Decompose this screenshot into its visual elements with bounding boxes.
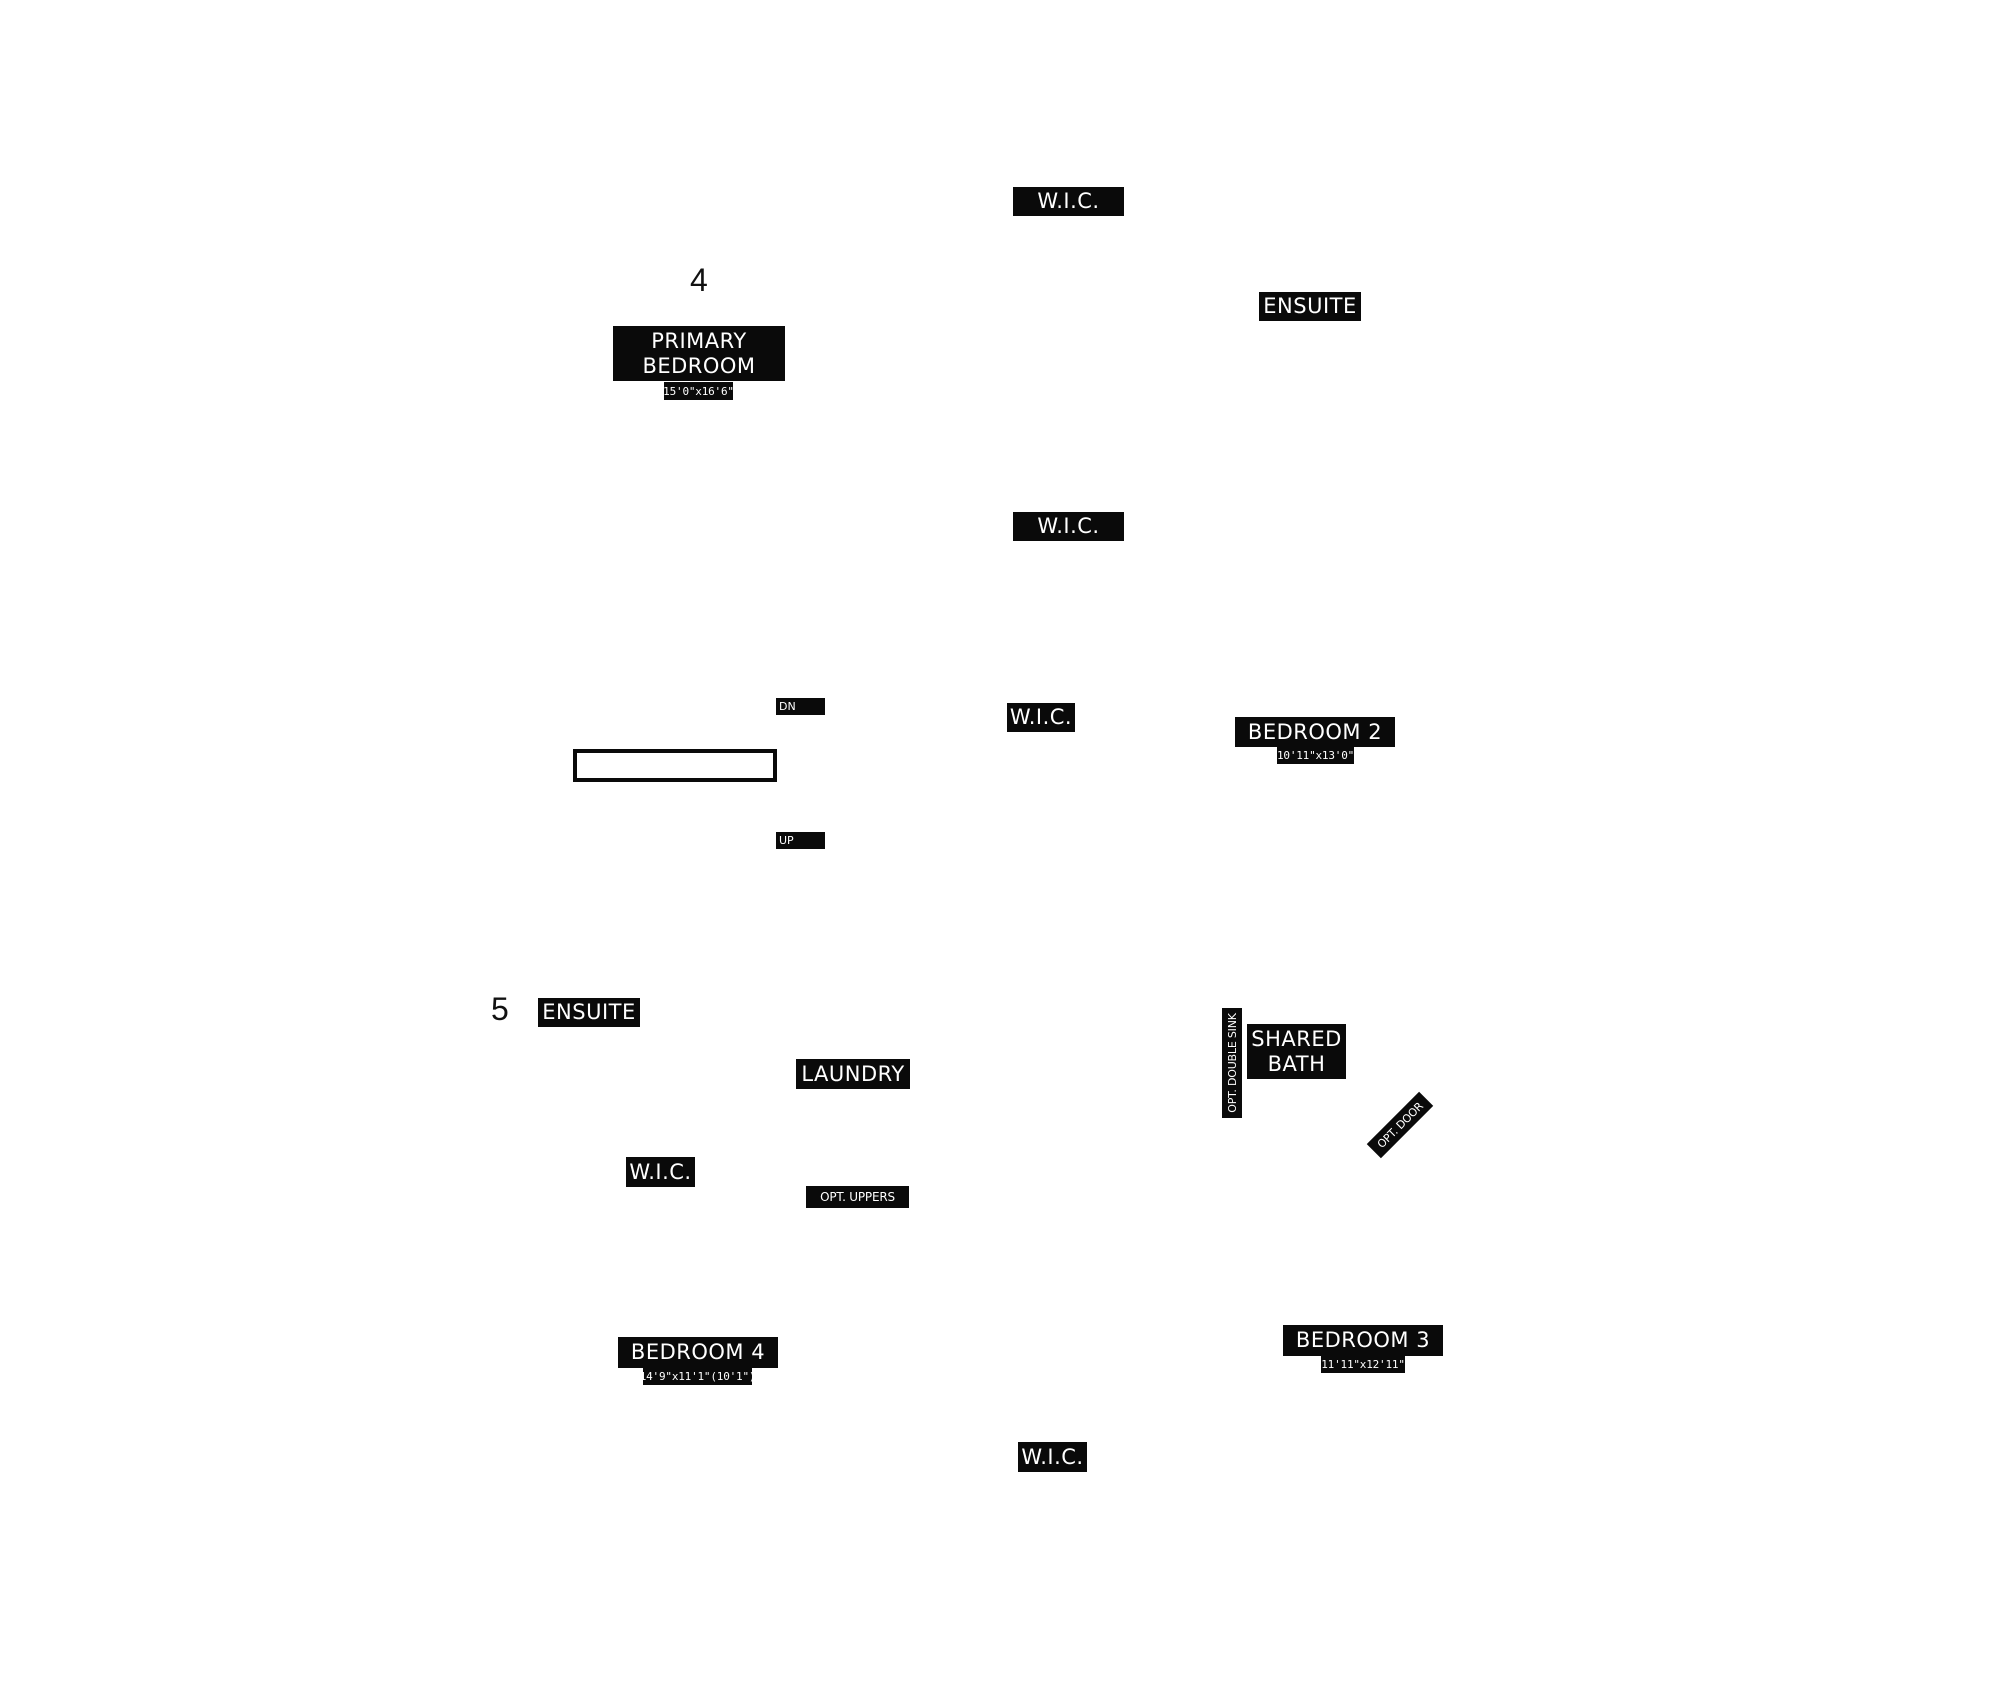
opt-door-label: OPT. DOOR: [1366, 1091, 1434, 1159]
opt-uppers-label: OPT. UPPERS: [806, 1186, 909, 1208]
shared-bath-line1: SHARED: [1251, 1026, 1342, 1051]
ensuite-lower-label: ENSUITE: [538, 998, 640, 1027]
shared-bath-label: SHARED BATH: [1247, 1024, 1346, 1079]
primary-bedroom-label: PRIMARY BEDROOM: [613, 326, 785, 381]
bedroom2-label: BEDROOM 2: [1235, 717, 1395, 747]
section-number-4: 4: [690, 262, 708, 298]
stair-railing: [573, 749, 777, 782]
primary-bedroom-dims: 15'0"x16'6": [664, 382, 733, 400]
opt-double-sink-label: OPT. DOUBLE SINK: [1222, 1008, 1242, 1118]
wic-bedroom3-label: W.I.C.: [1018, 1442, 1087, 1472]
primary-bedroom-line2: BEDROOM: [642, 353, 756, 378]
wic-bedroom4-label: W.I.C.: [626, 1157, 695, 1187]
wic-primary-label: W.I.C.: [1013, 512, 1124, 541]
bedroom2-dims: 10'11"x13'0": [1277, 746, 1354, 764]
section-number-5: 5: [491, 991, 509, 1027]
ensuite-primary-label: ENSUITE: [1259, 292, 1361, 321]
shared-bath-line2: BATH: [1267, 1051, 1326, 1076]
bedroom4-dims: 14'9"x11'1"(10'1"): [643, 1367, 752, 1385]
laundry-label: LAUNDRY: [796, 1059, 910, 1089]
primary-bedroom-line1: PRIMARY: [651, 328, 747, 353]
stairs-up-label: UP: [776, 832, 825, 849]
wic-bedroom2-label: W.I.C.: [1007, 703, 1075, 732]
stairs-down-label: DN: [776, 698, 825, 715]
wic-top-label: W.I.C.: [1013, 187, 1124, 216]
bedroom3-label: BEDROOM 3: [1283, 1325, 1443, 1356]
bedroom4-label: BEDROOM 4: [618, 1337, 778, 1368]
bedroom3-dims: 11'11"x12'11": [1321, 1355, 1405, 1373]
